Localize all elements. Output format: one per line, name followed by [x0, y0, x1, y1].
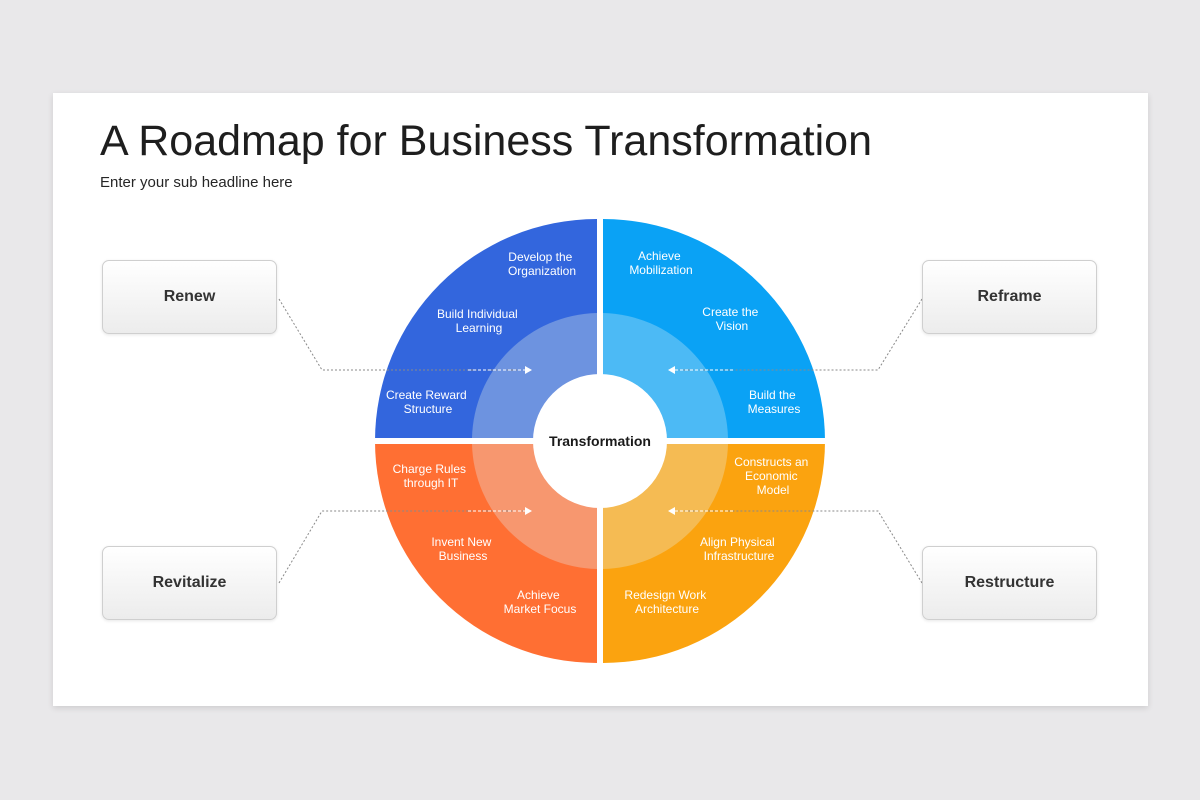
page-subtitle: Enter your sub headline here	[100, 174, 293, 191]
roadmap-diagram: Transformation Develop the Organization …	[278, 213, 923, 669]
label-redesign-work-architecture: Redesign Work Architecture	[624, 588, 709, 616]
revitalize-label: Revitalize	[152, 574, 227, 591]
label-achieve-market-focus: Achieve Market Focus	[504, 588, 577, 616]
label-constructs-economic-model: Constructs an Economic Model	[734, 455, 811, 497]
center-circle	[533, 374, 667, 508]
label-create-vision: Create the Vision	[702, 305, 761, 333]
slide: A Roadmap for Business Transformation En…	[53, 93, 1148, 706]
label-build-individual-learning: Build Individual Learning	[437, 307, 521, 335]
restructure-box: Restructure	[922, 546, 1097, 620]
label-build-measures: Build the Measures	[748, 388, 801, 416]
restructure-label: Restructure	[964, 574, 1055, 591]
label-charge-rules: Charge Rules through IT	[393, 462, 470, 490]
page-title: A Roadmap for Business Transformation	[100, 117, 872, 165]
center-label: Transformation	[549, 433, 651, 449]
label-develop-organization: Develop the Organization	[508, 250, 576, 278]
renew-label: Renew	[163, 288, 216, 305]
connector-restructure	[669, 510, 923, 584]
label-invent-new-business: Invent New Business	[431, 535, 494, 563]
label-create-reward-structure: Create Reward Structure	[386, 388, 470, 416]
label-align-physical-infrastructure: Align Physical Infrastructure	[700, 535, 778, 563]
renew-box: Renew	[102, 260, 277, 334]
label-achieve-mobilization: Achieve Mobilization	[629, 249, 692, 277]
reframe-label: Reframe	[977, 288, 1042, 305]
reframe-box: Reframe	[922, 260, 1097, 334]
revitalize-box: Revitalize	[102, 546, 277, 620]
